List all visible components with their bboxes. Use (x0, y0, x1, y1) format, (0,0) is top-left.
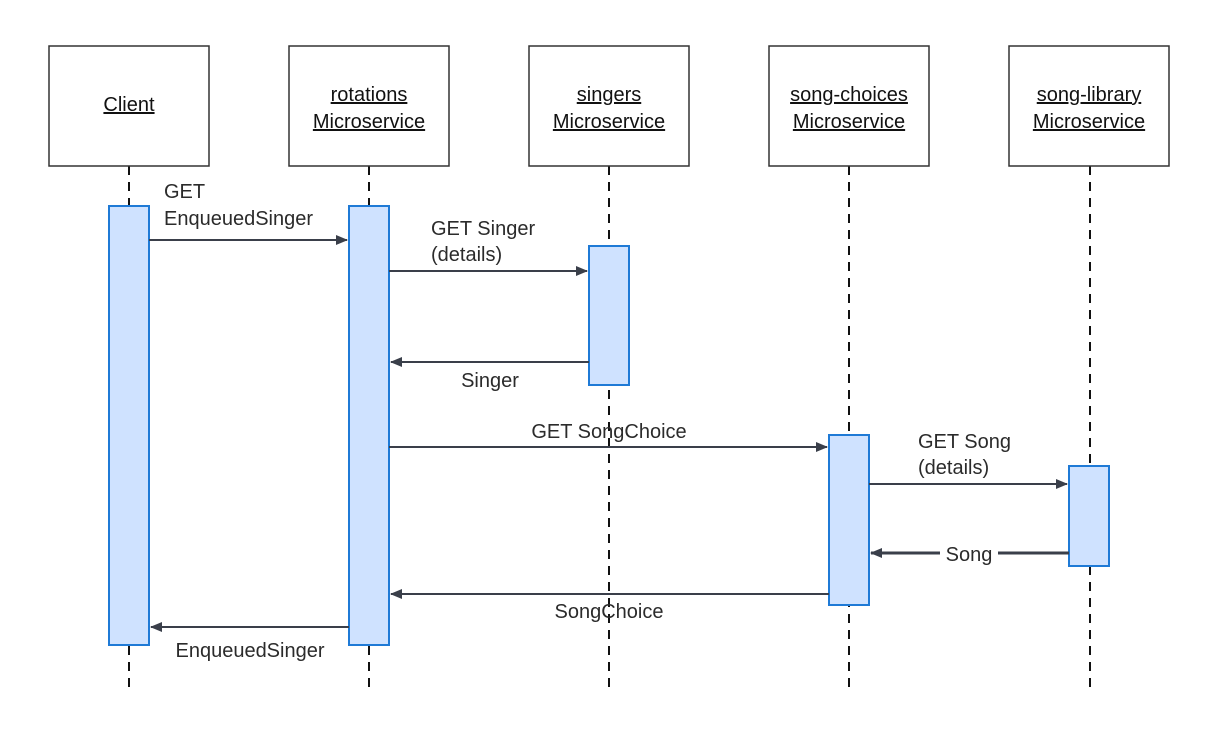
participant-label-song-choices-line1: song-choices (790, 84, 908, 106)
participant-box-client (48, 45, 210, 167)
participant-label-singers-line2: Microservice (553, 111, 665, 133)
message-label-get-singer-line1: GET Singer (431, 218, 535, 240)
message-label-get-enqueued-singer-line2: EnqueuedSinger (164, 208, 313, 230)
participant-label-song-choices-line2: Microservice (793, 111, 905, 133)
activation-song-library (1068, 465, 1110, 567)
participant-label-rotations-line1: rotations (331, 84, 408, 106)
participant-box-rotations (288, 45, 450, 167)
participant-box-song-choices (768, 45, 930, 167)
participant-label-rotations-line2: Microservice (313, 111, 425, 133)
participant-box-song-library (1008, 45, 1170, 167)
message-label-get-singer-line2: (details) (431, 244, 502, 266)
message-label-get-song-line1: GET Song (918, 431, 1011, 453)
message-label-get-song-choice: GET SongChoice (531, 421, 686, 443)
participant-label-singers-line1: singers (577, 84, 641, 106)
message-label-song: Song (946, 544, 993, 566)
participant-label-client: Client (103, 94, 155, 116)
activation-client (108, 205, 150, 646)
activation-song-choices (828, 434, 870, 606)
message-label-get-enqueued-singer-line1: GET (164, 181, 205, 203)
participant-box-singers (528, 45, 690, 167)
participant-label-song-library-line1: song-library (1037, 84, 1141, 106)
message-label-song-choice: SongChoice (555, 601, 664, 623)
activation-singers (588, 245, 630, 386)
message-label-enqueued-singer: EnqueuedSinger (175, 640, 324, 662)
message-label-song-background (940, 542, 998, 566)
participant-label-song-library-line2: Microservice (1033, 111, 1145, 133)
activation-rotations (348, 205, 390, 646)
message-label-singer: Singer (461, 370, 519, 392)
message-label-get-song-line2: (details) (918, 457, 989, 479)
